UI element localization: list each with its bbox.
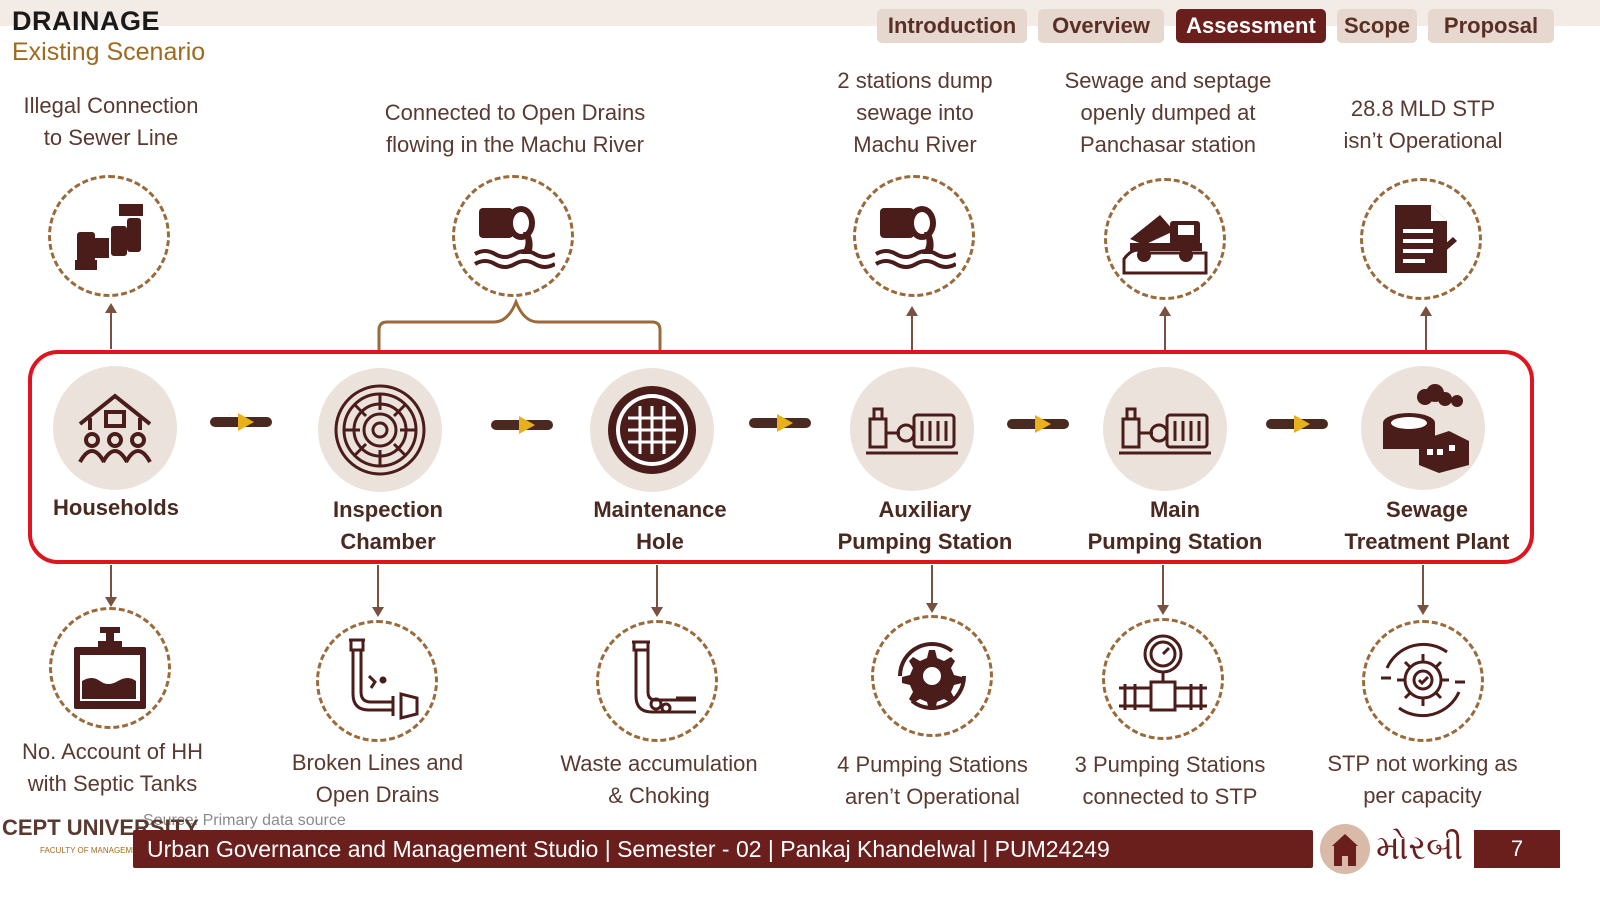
- treatment-plant-icon: [1361, 366, 1485, 490]
- bottom-issue-2: Broken Lines and Open Drains: [291, 750, 464, 807]
- house-people-icon: [53, 366, 177, 490]
- bottom-issue-3: Waste accumulation & Choking: [560, 751, 758, 808]
- source-note: Source: Primary data source: [143, 812, 346, 829]
- morbi-emblem-icon: [1320, 824, 1370, 874]
- process-gear-icon: [1362, 620, 1484, 742]
- arrow-down-3: [651, 565, 663, 617]
- footer-text: Urban Governance and Management Studio |…: [147, 835, 1110, 862]
- pipe-icon: [48, 175, 170, 297]
- cept-logo-sub: FACULTY OF MANAGEMENT: [40, 846, 149, 855]
- top-issue-5: 28.8 MLD STP isn’t Operational: [1343, 96, 1503, 153]
- arrow-up-5: [1420, 306, 1432, 350]
- broken-pipe-icon: [316, 620, 438, 742]
- flow-arrow-3: [749, 414, 811, 432]
- bracket-connector: [377, 298, 662, 350]
- header-band: [0, 0, 1600, 26]
- page-number: 7: [1474, 830, 1560, 868]
- node-label-sewage-treatment-plant: Sewage Treatment Plant: [1344, 497, 1510, 554]
- arrow-up-3: [906, 306, 918, 350]
- node-label-maintenance-hole: Maintenance Hole: [593, 497, 727, 554]
- node-label-households: Households: [53, 495, 179, 520]
- gear-cycle-icon: [871, 615, 993, 737]
- drain-outfall-icon: [853, 175, 975, 297]
- flow-arrow-2: [491, 416, 553, 434]
- arrow-down-6: [1417, 565, 1429, 615]
- bottom-issue-6: STP not working as per capacity: [1327, 751, 1518, 808]
- tab-proposal[interactable]: Proposal: [1428, 9, 1554, 43]
- bottom-issue-5: 3 Pumping Stations connected to STP: [1074, 752, 1266, 809]
- node-label-auxiliary-pumping-station: Auxiliary Pumping Station: [837, 497, 1013, 554]
- flow-arrow-4: [1007, 415, 1069, 433]
- tab-overview[interactable]: Overview: [1038, 9, 1164, 43]
- tab-introduction[interactable]: Introduction: [877, 9, 1027, 43]
- drain-outfall-icon: [452, 175, 574, 297]
- top-issue-4: Sewage and septage openly dumped at Panc…: [1064, 68, 1272, 157]
- arrow-down-5: [1157, 565, 1169, 615]
- page-subtitle: Existing Scenario: [12, 38, 206, 66]
- pump-icon: [1103, 367, 1227, 491]
- top-issue-3: 2 stations dump sewage into Machu River: [837, 68, 993, 157]
- arrow-down-1: [105, 565, 117, 607]
- dump-truck-icon: [1104, 178, 1226, 300]
- top-issue-1: Illegal Connection to Sewer Line: [23, 93, 199, 150]
- arrow-up-1: [105, 303, 117, 349]
- septic-tank-icon: [49, 607, 171, 729]
- grate-icon: [590, 368, 714, 492]
- bottom-issue-1: No. Account of HH with Septic Tanks: [22, 739, 203, 796]
- node-label-inspection-chamber: Inspection Chamber: [332, 497, 443, 554]
- bottom-issue-4: 4 Pumping Stations aren’t Operational: [837, 752, 1028, 809]
- pump-icon: [850, 367, 974, 491]
- node-label-main-pumping-station: Main Pumping Station: [1087, 497, 1263, 554]
- flow-arrow-1: [210, 413, 272, 431]
- pressure-gauge-icon: [1102, 618, 1224, 740]
- page-title: DRAINAGE: [12, 6, 161, 36]
- arrow-down-2: [372, 565, 384, 617]
- process-flow-highlight: [28, 350, 1534, 564]
- document-icon: [1360, 178, 1482, 300]
- footer-bar: Urban Governance and Management Studio |…: [133, 830, 1313, 868]
- tab-scope[interactable]: Scope: [1337, 9, 1417, 43]
- manhole-cover-icon: [318, 368, 442, 492]
- flow-arrow-5: [1266, 415, 1328, 433]
- top-issue-2: Connected to Open Drains flowing in the …: [384, 100, 646, 157]
- arrow-up-4: [1159, 306, 1171, 350]
- arrow-down-4: [926, 565, 938, 613]
- choked-pipe-icon: [596, 620, 718, 742]
- morbi-logo-text: મોરબી: [1376, 828, 1464, 868]
- tab-assessment[interactable]: Assessment: [1176, 9, 1326, 43]
